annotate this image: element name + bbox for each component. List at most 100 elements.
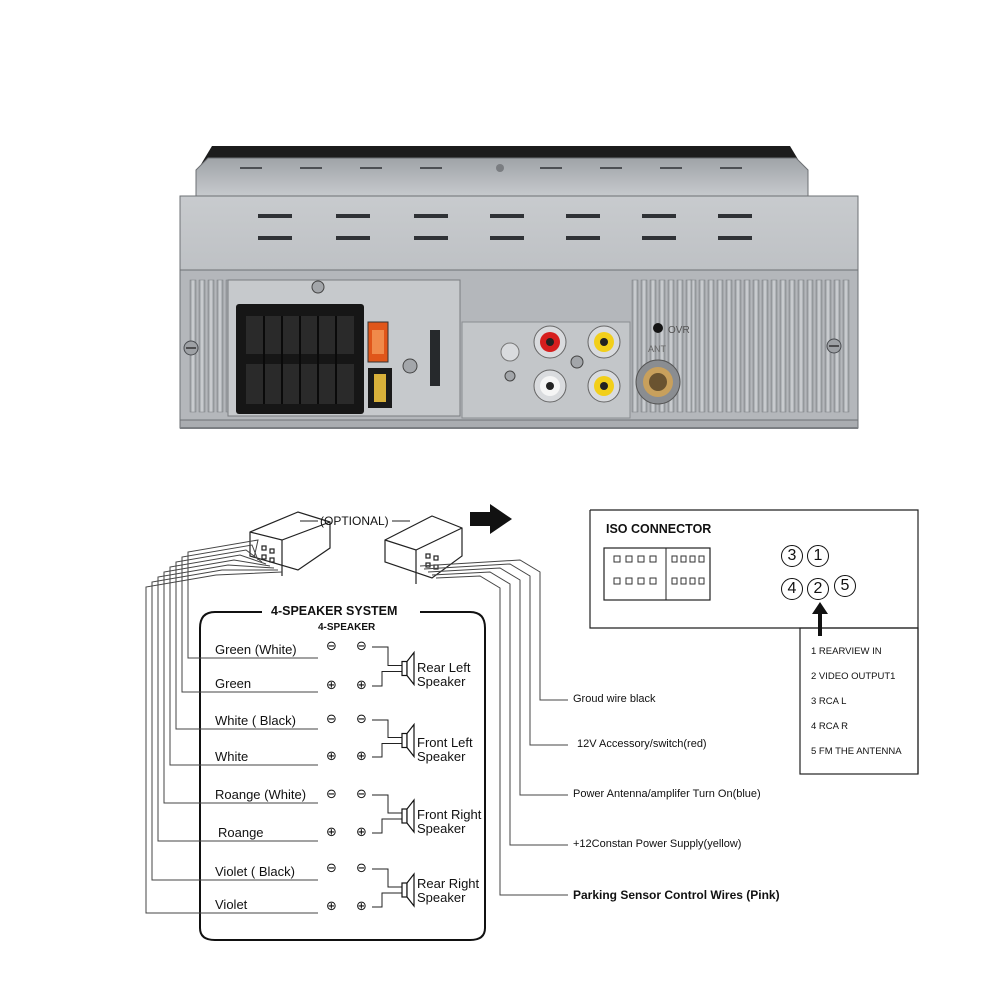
heatsink-fin: [770, 279, 778, 413]
power-wire: [435, 575, 568, 896]
heatsink-fin: [815, 279, 823, 413]
power-wire: [431, 571, 568, 846]
rca-yellow-jack-top: [587, 325, 621, 359]
speaker-icon-cone: [406, 650, 415, 687]
heatsink-fin: [707, 279, 715, 413]
iso-pin-cell: [689, 577, 696, 585]
heatsink-fin: [198, 279, 206, 413]
heatsink-fin: [842, 279, 850, 413]
iso-pin-cell: [613, 555, 621, 563]
iso-pin-cell: [625, 577, 633, 585]
heatsink-fin: [752, 279, 760, 413]
heatsink-fin: [797, 279, 805, 413]
iso-pin-cell: [698, 577, 705, 585]
polarity-sign-8: ⊕: [326, 898, 337, 913]
iso-legend-4: 4 RCA R: [811, 721, 848, 732]
heatsink-fin: [725, 279, 733, 413]
speaker-lead-positive: [372, 892, 402, 908]
speaker-sign-2: ⊕: [356, 677, 367, 692]
iso-pin-cell: [698, 555, 705, 563]
antenna-socket-icon: [635, 359, 681, 405]
speaker-wire: [169, 554, 318, 766]
heatsink-fins: [189, 279, 850, 413]
rca-screw-icon: [570, 355, 584, 369]
heatsink-fin: [685, 279, 693, 413]
speaker-sign-5: ⊖: [356, 786, 367, 801]
speaker-icon-magnet: [401, 732, 408, 749]
iso-legend-1: 1 REARVIEW IN: [811, 646, 882, 657]
speaker-lead-negative: [372, 794, 402, 814]
speaker-lead-negative: [372, 868, 402, 888]
speaker-wire: [157, 564, 318, 842]
speaker-wire: [187, 539, 318, 659]
wire-label-roange: Roange: [218, 825, 264, 840]
iso-pin-cell: [625, 555, 633, 563]
ovr-hole-icon: [653, 323, 663, 333]
wire-label-ground: Groud wire black: [573, 693, 656, 705]
polarity-sign-1: ⊖: [326, 638, 337, 653]
wire-label-power-antenna: Power Antenna/amplifer Turn On(blue): [573, 788, 761, 800]
iso-pin-cell: [680, 577, 687, 585]
polarity-sign-4: ⊕: [326, 748, 337, 763]
iso-pin-cell: [671, 577, 678, 585]
iso-pin-cell: [680, 555, 687, 563]
heatsink-fin: [698, 279, 706, 413]
pin-4: 4: [781, 578, 803, 600]
wire-label-violet-black: Violet ( Black): [215, 864, 295, 879]
pin-3: 3: [781, 545, 803, 567]
speaker-sign-8: ⊕: [356, 898, 367, 913]
power-wire: [427, 567, 568, 796]
wire-label-parking-sensor: Parking Sensor Control Wires (Pink): [573, 888, 780, 902]
wire-label-violet: Violet: [215, 897, 248, 912]
pin-5: 5: [834, 575, 856, 597]
wire-label-green-white: Green (White): [215, 642, 297, 657]
speaker-sign-4: ⊕: [356, 748, 367, 763]
speaker-wire: [151, 569, 318, 881]
speaker-sign-7: ⊖: [356, 860, 367, 875]
speaker-wire: [181, 544, 318, 693]
optional-label: (OPTIONAL): [320, 514, 389, 528]
vent-slots: [258, 214, 752, 240]
heatsink-fin: [631, 279, 639, 413]
speaker-icon-magnet: [401, 660, 408, 677]
speaker-lead-positive: [372, 671, 402, 687]
arrow-right-icon: [470, 504, 512, 534]
heatsink-fin: [779, 279, 787, 413]
rca-red-jack: [533, 325, 567, 359]
ovr-label: OVR: [668, 325, 690, 336]
rca-yellow-jack-bottom: [587, 369, 621, 403]
iso-pin-cell: [637, 555, 645, 563]
polarity-sign-7: ⊖: [326, 860, 337, 875]
iso-pin-cell: [637, 577, 645, 585]
pin-2: 2: [807, 578, 829, 600]
wire-label-white-black: White ( Black): [215, 713, 296, 728]
speaker-lead-negative: [372, 719, 402, 738]
speaker-icon-cone: [406, 722, 415, 759]
iso-pin-cell: [671, 555, 678, 563]
pin-arrow-up-icon: [812, 602, 828, 636]
heatsink-fin: [667, 279, 675, 413]
polarity-sign-5: ⊖: [326, 786, 337, 801]
iso-connector-panel: [589, 509, 919, 775]
speaker-icon-magnet: [401, 808, 408, 824]
speaker-sign-1: ⊖: [356, 638, 367, 653]
iso-legend-box: [799, 627, 919, 775]
speaker-system-title: 4-SPEAKER SYSTEM: [268, 604, 401, 618]
polarity-sign-6: ⊕: [326, 824, 337, 839]
mic-jack-icon: [500, 342, 520, 362]
speaker-sign-3: ⊖: [356, 711, 367, 726]
side-screws: [183, 338, 842, 356]
right-harness-wires: [419, 559, 568, 896]
iso-connector-socket: [236, 304, 364, 414]
iso-legend-2: 2 VIDEO OUTPUT1: [811, 671, 896, 682]
heatsink-fin: [640, 279, 648, 413]
speaker-system-box: [199, 611, 486, 941]
wire-label-green: Green: [215, 676, 252, 691]
polarity-sign-3: ⊖: [326, 711, 337, 726]
speaker-lead-positive: [372, 743, 402, 758]
speaker-wire: [145, 571, 318, 914]
bay-screw-icon: [311, 280, 325, 294]
